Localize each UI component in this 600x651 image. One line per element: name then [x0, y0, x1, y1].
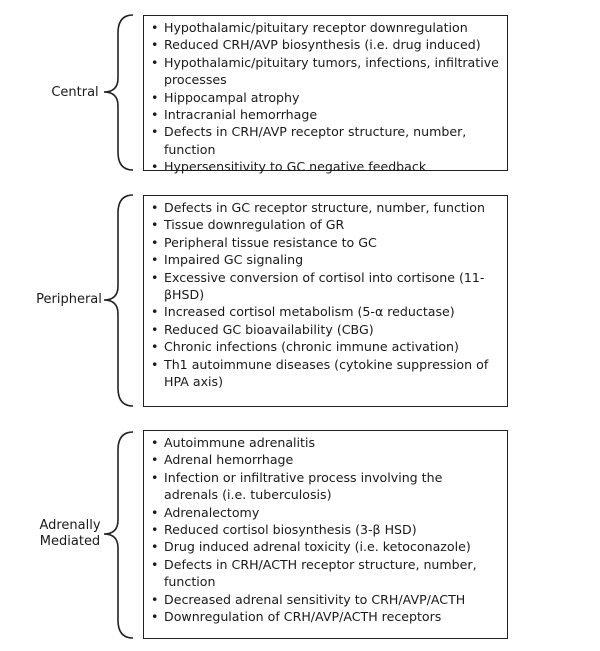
list-item: Drug induced adrenal toxicity (i.e. keto… — [150, 538, 499, 556]
central-label: Central — [51, 85, 99, 100]
list-item: Adrenalectomy — [150, 504, 499, 522]
list-item: Peripheral tissue resistance to GC — [150, 234, 499, 252]
central-list: Hypothalamic/pituitary receptor downregu… — [150, 19, 499, 176]
list-item: Downregulation of CRH/AVP/ACTH receptors — [150, 608, 499, 626]
peripheral-list: Defects in GC receptor structure, number… — [150, 199, 499, 390]
list-item: Reduced GC bioavailability (CBG) — [150, 321, 499, 339]
adrenally-mediated-label: Adrenally Mediated — [39, 518, 101, 549]
list-item: Hypersensitivity to GC negative feedback — [150, 158, 499, 176]
list-item: Reduced cortisol biosynthesis (3-β HSD) — [150, 521, 499, 539]
peripheral-box: Defects in GC receptor structure, number… — [143, 195, 508, 407]
list-item: Autoimmune adrenalitis — [150, 434, 499, 452]
list-item: Hypothalamic/pituitary tumors, infection… — [150, 54, 499, 89]
list-item: Th1 autoimmune diseases (cytokine suppre… — [150, 356, 499, 391]
list-item: Decreased adrenal sensitivity to CRH/AVP… — [150, 591, 499, 609]
central-brace — [103, 14, 134, 171]
list-item: Defects in GC receptor structure, number… — [150, 199, 499, 217]
adrenal-brace — [103, 431, 134, 639]
list-item: Tissue downregulation of GR — [150, 216, 499, 234]
adrenally-mediated-list: Autoimmune adrenalitis Adrenal hemorrhag… — [150, 434, 499, 626]
list-item: Increased cortisol metabolism (5-α reduc… — [150, 303, 499, 321]
adrenally-mediated-box: Autoimmune adrenalitis Adrenal hemorrhag… — [143, 430, 508, 639]
list-item: Impaired GC signaling — [150, 251, 499, 269]
list-item: Reduced CRH/AVP biosynthesis (i.e. drug … — [150, 36, 499, 54]
list-item: Hypothalamic/pituitary receptor downregu… — [150, 19, 499, 37]
central-box: Hypothalamic/pituitary receptor downregu… — [143, 15, 508, 176]
list-item: Defects in CRH/ACTH receptor structure, … — [150, 556, 499, 591]
list-item: Hippocampal atrophy — [150, 89, 499, 107]
peripheral-brace — [103, 194, 134, 407]
peripheral-label: Peripheral — [36, 292, 102, 307]
list-item: Infection or infiltrative process involv… — [150, 469, 499, 504]
list-item: Chronic infections (chronic immune activ… — [150, 338, 499, 356]
list-item: Excessive conversion of cortisol into co… — [150, 269, 499, 304]
list-item: Defects in CRH/AVP receptor structure, n… — [150, 123, 499, 158]
list-item: Intracranial hemorrhage — [150, 106, 499, 124]
list-item: Adrenal hemorrhage — [150, 451, 499, 469]
